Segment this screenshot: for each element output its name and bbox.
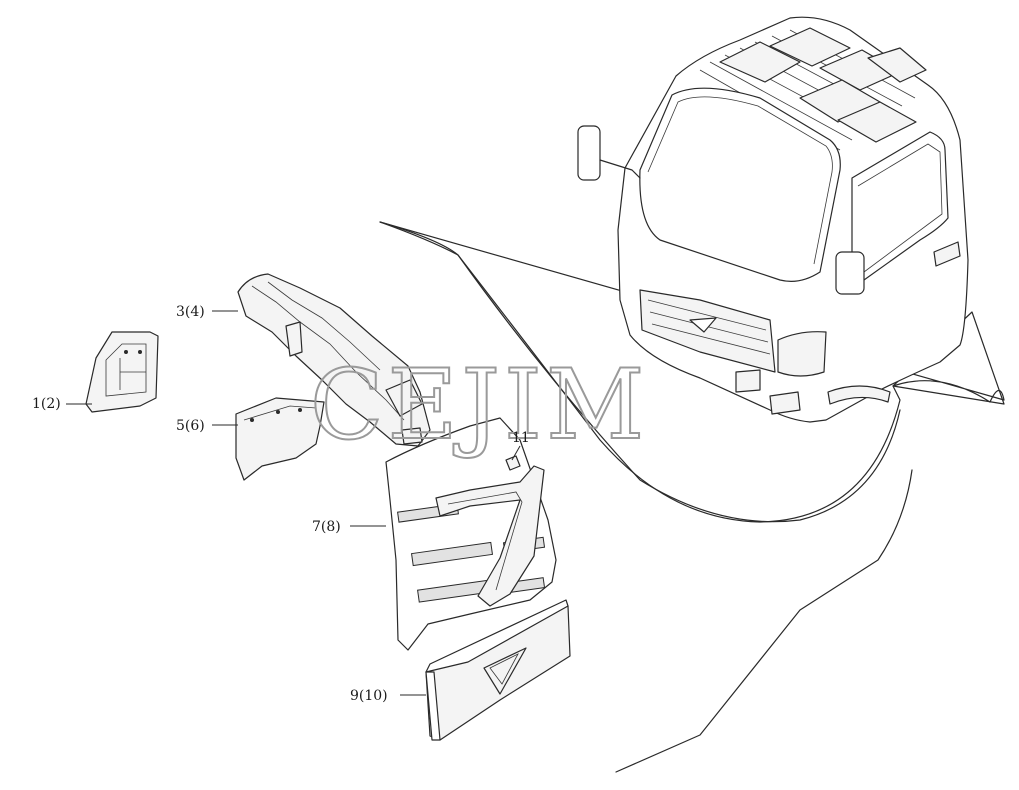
part-5-lower-panel: [235, 397, 325, 481]
side-mirror-right: [835, 251, 865, 295]
callout-3: 3(4): [176, 304, 205, 320]
side-mirror: [577, 125, 641, 181]
callout-7: 7(8): [312, 519, 341, 535]
watermark-text: CEJIM: [310, 349, 648, 461]
part-7-splash-panel: [385, 417, 557, 651]
callout-labels: 1(2) 3(4) 5(6) 7(8) 9(10) 11: [32, 304, 530, 704]
truck-cab: [577, 16, 969, 423]
callout-5: 5(6): [176, 418, 205, 434]
callout-1: 1(2): [32, 396, 61, 412]
part-1-bracket: [85, 331, 159, 413]
callout-11: 11: [512, 430, 530, 446]
part-3-air-duct: [237, 273, 431, 447]
leader-lines: [66, 310, 521, 696]
part-9-mud-flap: [425, 599, 571, 741]
callout-9: 9(10): [350, 688, 388, 704]
